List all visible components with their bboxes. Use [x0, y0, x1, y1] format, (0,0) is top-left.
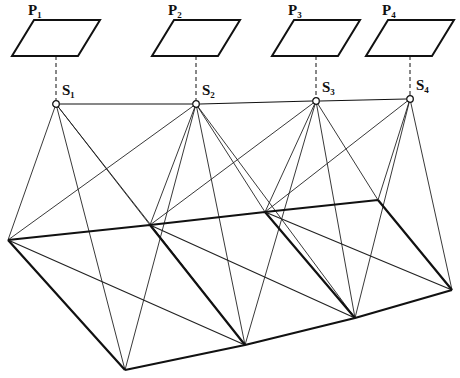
photo-frame: P₃ — [272, 20, 360, 56]
photo-frame: P₁ — [12, 20, 100, 56]
centre-circle — [53, 101, 60, 108]
projection-centre: S₄ — [406, 95, 414, 103]
centre-label: S₁ — [62, 82, 75, 98]
centre-circle — [407, 96, 414, 103]
projection-centre: S₁ — [52, 100, 60, 108]
centre-label: S₄ — [416, 77, 429, 93]
principal-axis — [56, 56, 57, 100]
photo-outline — [152, 20, 240, 56]
photo-label: P₁ — [28, 2, 42, 18]
photo-outline — [366, 20, 454, 56]
centre-outline — [192, 100, 200, 108]
centre-label: S₂ — [202, 82, 215, 98]
centre-circle — [193, 101, 200, 108]
photo-parallelogram — [152, 20, 240, 56]
photo-parallelogram — [272, 20, 360, 56]
projection-centre: S₃ — [312, 97, 320, 105]
centre-label: S₃ — [322, 79, 335, 95]
photo-frame: P₄ — [366, 20, 454, 56]
base-line — [320, 99, 406, 101]
photo-label: P₃ — [288, 2, 302, 18]
centre-outline — [52, 100, 60, 108]
projection-centre: S₂ — [192, 100, 200, 108]
photo-label: P₂ — [168, 2, 182, 18]
photo-parallelogram — [366, 20, 454, 56]
centre-outline — [312, 97, 320, 105]
photo-frame: P₂ — [152, 20, 240, 56]
photo-outline — [12, 20, 100, 56]
principal-axis — [410, 56, 411, 95]
photo-outline — [272, 20, 360, 56]
principal-axis — [196, 56, 197, 100]
photo-label: P₄ — [382, 2, 396, 18]
centre-circle — [313, 98, 320, 105]
base-line — [200, 101, 312, 104]
centre-outline — [406, 95, 414, 103]
base-line — [60, 103, 192, 104]
photo-parallelogram — [12, 20, 100, 56]
terrain-grid — [8, 200, 452, 370]
principal-axis — [316, 56, 317, 97]
projection-rays — [8, 99, 452, 370]
